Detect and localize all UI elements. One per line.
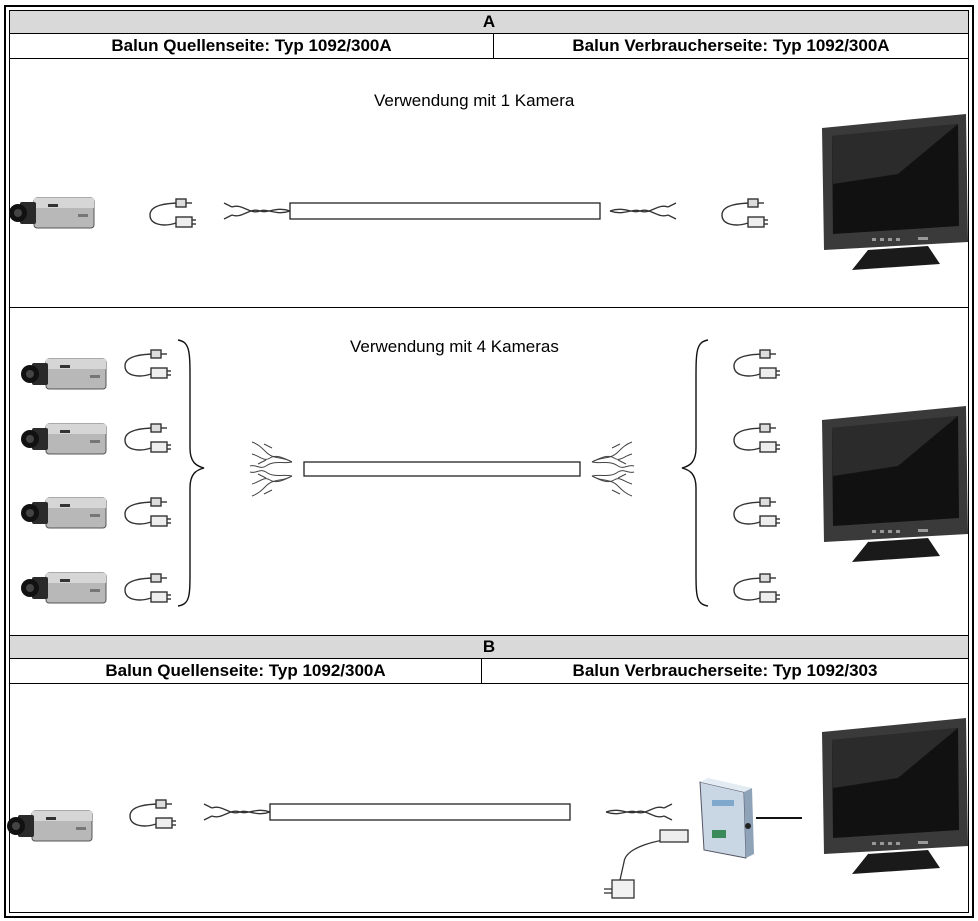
section-a-label: A (10, 11, 968, 34)
power-adapter-icon (604, 829, 689, 899)
balun-icon (733, 423, 781, 453)
caption-one-camera: Verwendung mit 1 Kamera (374, 91, 575, 110)
cable-icon (223, 202, 677, 220)
section-a-source-header: Balun Quellenseite: Typ 1092/300A (10, 34, 494, 59)
balun-icon (733, 497, 781, 527)
monitor-icon (822, 114, 968, 270)
section-a-consumer-header: Balun Verbraucherseite: Typ 1092/300A (494, 34, 968, 59)
balun-icon (124, 497, 172, 527)
balun-icon (149, 198, 197, 228)
camera-icon (20, 423, 107, 455)
brace-left (177, 339, 205, 607)
balun-icon (124, 423, 172, 453)
receiver-module-icon (699, 778, 754, 859)
balun-icon (124, 573, 172, 603)
section-b-source-header: Balun Quellenseite: Typ 1092/300A (10, 659, 482, 684)
section-divider (10, 635, 968, 636)
cable-icon (249, 441, 635, 497)
camera-icon (8, 197, 95, 229)
balun-icon (124, 349, 172, 379)
camera-icon (20, 572, 107, 604)
balun-icon (129, 799, 177, 829)
balun-icon (721, 198, 769, 228)
diagram-table: A Balun Quellenseite: Typ 1092/300A Balu… (9, 10, 969, 913)
cable-icon (203, 803, 673, 821)
section-b-label: B (10, 636, 968, 659)
camera-icon (20, 497, 107, 529)
row-divider (10, 307, 968, 308)
brace-right (681, 339, 709, 607)
balun-icon (733, 573, 781, 603)
camera-icon (20, 358, 107, 390)
camera-icon (6, 810, 93, 842)
monitor-icon (822, 718, 968, 874)
monitor-icon (822, 406, 968, 562)
balun-icon (733, 349, 781, 379)
section-b-consumer-header: Balun Verbraucherseite: Typ 1092/303 (482, 659, 968, 684)
diagram-frame: A Balun Quellenseite: Typ 1092/300A Balu… (4, 5, 974, 918)
caption-four-cameras: Verwendung mit 4 Kameras (350, 337, 559, 356)
